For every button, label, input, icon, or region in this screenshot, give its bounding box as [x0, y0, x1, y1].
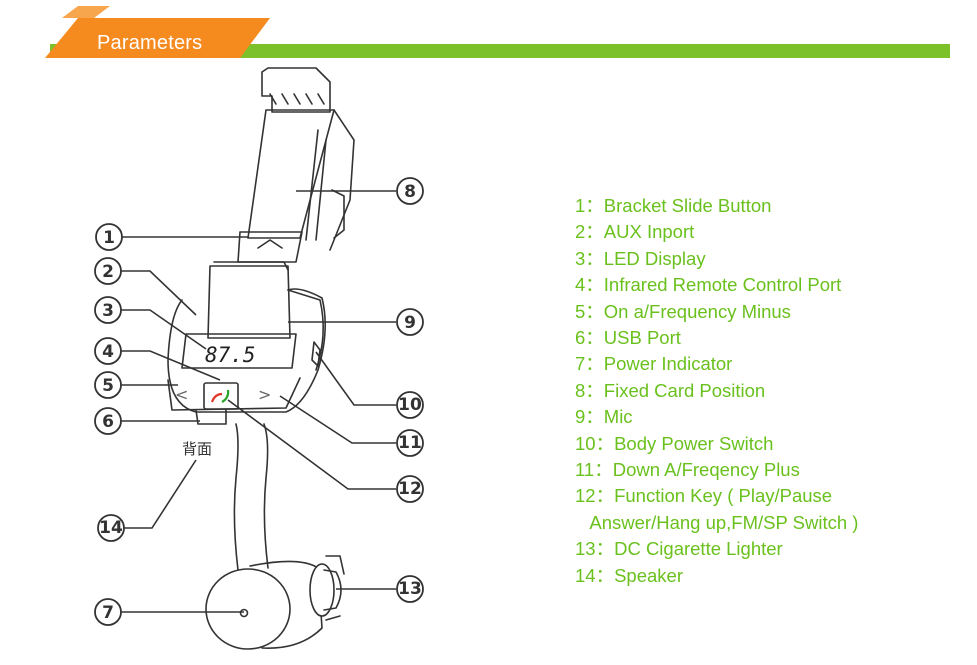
bracket-clip — [331, 189, 345, 239]
leader-14 — [124, 459, 197, 529]
callout-6: 6 — [94, 407, 122, 435]
svg-text:4: 4 — [102, 342, 114, 362]
svg-text:8: 8 — [404, 182, 416, 202]
legend-item: 6：USB Port — [575, 327, 681, 349]
right-arrow: > — [258, 385, 271, 404]
svg-text:2: 2 — [102, 262, 114, 282]
legend-item: 14：Speaker — [575, 564, 683, 586]
legend-item-continued: Answer/Hang up,FM/SP Switch ) — [575, 511, 859, 533]
legend-item: 9：Mic — [575, 406, 633, 428]
legend-item: 12：Function Key ( Play/Pause — [575, 485, 833, 507]
leader-12 — [227, 399, 396, 490]
upper-block — [207, 265, 291, 339]
plug-ring — [309, 563, 335, 617]
callout-8: 8 — [396, 177, 424, 205]
svg-text:9: 9 — [404, 313, 416, 333]
callout-1: 1 — [95, 223, 123, 251]
bracket-side — [329, 109, 355, 251]
legend-item: 3：LED Display — [575, 247, 706, 269]
gooseneck-right — [263, 423, 269, 569]
callout-3: 3 — [94, 296, 122, 324]
power-indicator-led — [239, 608, 249, 618]
callout-2: 2 — [94, 257, 122, 285]
svg-text:6: 6 — [102, 412, 114, 432]
parameters-banner — [45, 6, 950, 58]
callout-13: 13 — [396, 575, 424, 603]
svg-text:1: 1 — [103, 228, 115, 248]
lcd-outline — [181, 333, 297, 369]
leader-3 — [121, 309, 207, 350]
svg-text:12: 12 — [398, 479, 422, 499]
legend-item: 1：Bracket Slide Button — [575, 195, 772, 216]
orange-tab-highlight — [62, 6, 110, 18]
legend-item: 10：Body Power Switch — [575, 432, 774, 454]
svg-text:14: 14 — [99, 518, 123, 538]
svg-text:10: 10 — [398, 395, 422, 415]
orange-tab — [45, 18, 270, 58]
legend-item: 13：DC Cigarette Lighter — [575, 538, 783, 560]
bracket-rail — [305, 129, 327, 241]
legend-item: 4：Infrared Remote Control Port — [575, 274, 842, 296]
rear-label: 背面 — [182, 440, 212, 458]
leader-10 — [315, 351, 396, 406]
callout-12: 12 — [396, 475, 424, 503]
legend-item: 2：AUX Inport — [575, 221, 695, 243]
callout-5: 5 — [94, 371, 122, 399]
section-title: Parameters — [97, 32, 203, 54]
function-key-body — [203, 382, 239, 410]
plug-nub — [325, 555, 345, 621]
svg-text:7: 7 — [102, 603, 114, 623]
usb-port — [195, 409, 227, 425]
callout-10: 10 — [396, 391, 424, 419]
lcd-frequency: 87.5 — [205, 343, 256, 367]
callout-9: 9 — [396, 308, 424, 336]
upper-block-cap — [213, 261, 289, 271]
phone-icon — [210, 389, 230, 403]
callout-7: 7 — [94, 598, 122, 626]
leader-2 — [121, 270, 197, 316]
speaker-housing — [205, 568, 291, 650]
left-arrow: < — [175, 385, 188, 404]
slide-button — [237, 231, 303, 263]
callout-11: 11 — [396, 429, 424, 457]
bracket-arm — [247, 109, 335, 239]
legend-item: 8：Fixed Card Position — [575, 379, 766, 401]
parts-legend: 1：Bracket Slide Button 2：AUX Inport 3：LE… — [575, 193, 858, 589]
plug-tip — [323, 569, 342, 611]
callout-4: 4 — [94, 337, 122, 365]
leader-11 — [279, 395, 396, 444]
slide-chevron — [257, 239, 283, 249]
gooseneck-left — [233, 423, 239, 571]
leader-lines — [121, 190, 396, 613]
legend-item: 11：Down A/Freqency Plus — [575, 459, 800, 481]
clamp-spring — [269, 93, 325, 105]
power-switch — [311, 341, 321, 367]
green-bar — [50, 44, 950, 58]
svg-text:13: 13 — [398, 579, 422, 599]
svg-text:11: 11 — [398, 433, 422, 453]
svg-text:3: 3 — [102, 301, 114, 321]
legend-item: 7：Power Indicator — [575, 353, 733, 375]
leader-4 — [121, 350, 221, 381]
svg-text:5: 5 — [102, 376, 114, 396]
legend-item: 5：On a/Frequency Minus — [575, 300, 791, 322]
callout-14: 14 — [97, 514, 125, 542]
clamp-top — [261, 67, 331, 113]
